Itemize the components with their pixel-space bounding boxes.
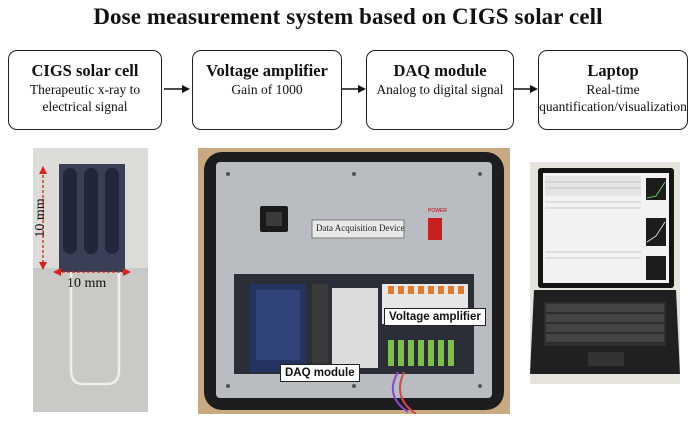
voltage-amplifier-callout: Voltage amplifier [384,308,486,326]
stage-heading: Voltage amplifier [206,61,328,80]
stage-voltage-amplifier: Voltage amplifier Gain of 1000 [192,50,342,130]
stage-heading: DAQ module [393,61,487,80]
stage-description-line: Real-time [586,82,640,97]
width-dimension-label: 10 mm [67,276,107,291]
stage-description-line: electrical signal [42,99,128,114]
stage-laptop: Laptop Real-time quantification/visualiz… [538,50,688,130]
daq-device-photo: Data Acquisition Device POWER DAQ module… [198,148,510,414]
stage-heading: CIGS solar cell [31,61,139,80]
stage-daq-module: DAQ module Analog to digital signal [366,50,514,130]
cigs-cell-illustration [33,148,148,412]
device-panel-label: Data Acquisition Device [316,223,405,233]
stage-description-line: Analog to digital signal [376,82,504,97]
page-title: Dose measurement system based on CIGS so… [93,4,603,29]
stage-description-line: Therapeutic x-ray to [29,82,141,97]
stage-cigs-solar-cell: CIGS solar cell Therapeutic x-ray to ele… [8,50,162,130]
daq-module-callout: DAQ module [280,364,360,382]
stage-heading: Laptop [587,61,639,80]
power-switch-label: POWER [428,208,447,214]
flow-arrow-icon [164,85,190,93]
flow-arrow-icon [342,85,366,93]
stage-description-line: Gain of 1000 [231,82,303,97]
daq-device-illustration [198,148,510,414]
laptop-photo [530,162,680,384]
stage-description-line: quantification/visualization [539,99,687,114]
flow-arrow-icon [514,85,538,93]
height-dimension-label: 10 mm [33,198,48,238]
cigs-cell-photo: 10 mm 10 mm [33,148,148,412]
laptop-illustration [530,162,680,384]
